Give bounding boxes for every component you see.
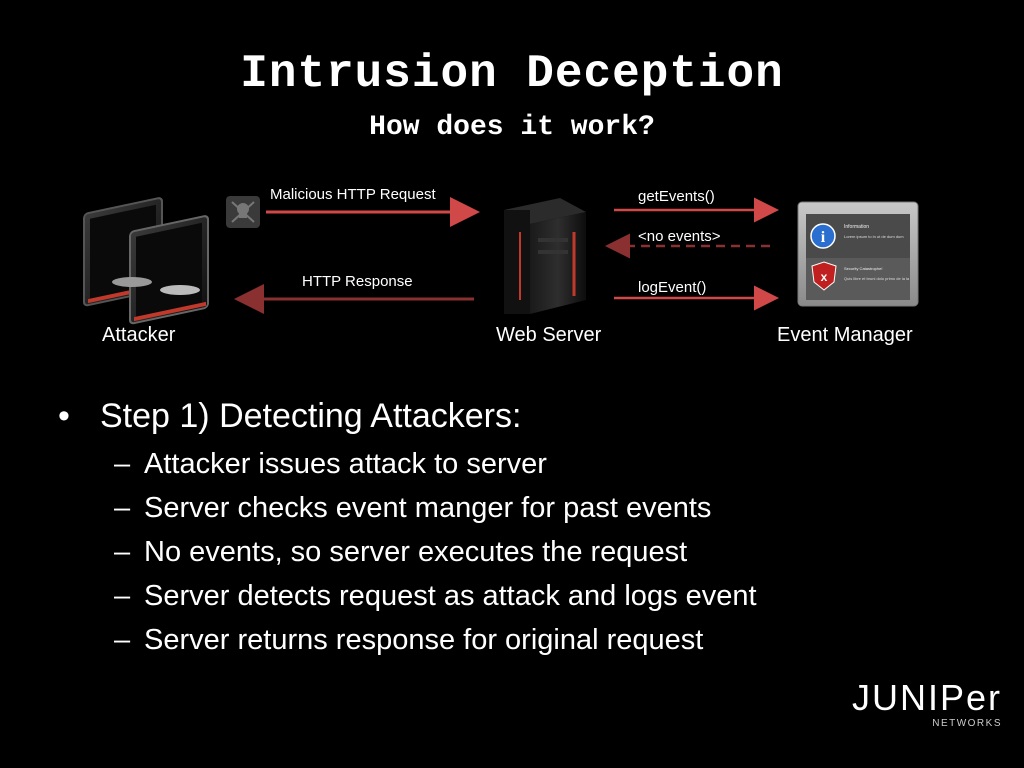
- bullet-list: • Step 1) Detecting Attackers: –Attacker…: [58, 396, 978, 662]
- dash-icon: –: [114, 448, 131, 480]
- get-events-label: getEvents(): [638, 188, 715, 205]
- dialog-info-title: Information: [844, 224, 869, 230]
- flow-diagram: i x Information Lorem ipsum to in ut de …: [83, 196, 919, 325]
- skull-icon: [226, 196, 260, 228]
- web-server-label: Web Server: [496, 324, 602, 346]
- bullet-main-text: Step 1) Detecting Attackers:: [100, 397, 522, 435]
- dash-icon: –: [114, 580, 131, 612]
- list-item: –Server returns response for original re…: [58, 618, 978, 662]
- logo-sub: NETWORKS: [932, 718, 1002, 729]
- list-item: –Server detects request as attack and lo…: [58, 574, 978, 618]
- http-response-label: HTTP Response: [302, 273, 413, 290]
- bullet-dot-icon: •: [58, 397, 70, 435]
- svg-text:x: x: [821, 270, 828, 284]
- svg-text:i: i: [821, 229, 826, 246]
- juniper-logo: JUNIPer NETWORKS: [851, 677, 1002, 730]
- bullet-main: • Step 1) Detecting Attackers:: [58, 396, 978, 436]
- no-events-label: <no events>: [638, 228, 721, 245]
- dash-icon: –: [114, 624, 131, 656]
- dash-icon: –: [114, 536, 131, 568]
- dialog-security-body: Quis libre et bruni dolo primo de la la: [844, 276, 910, 281]
- dialog-info-body: Lorem ipsum to in ut de dum dum: [844, 234, 904, 239]
- event-manager-icon: i x Information Lorem ipsum to in ut de …: [797, 201, 919, 307]
- dialog-security-title: Security Catastrophe!: [844, 266, 882, 271]
- slide-title: Intrusion Deception: [240, 48, 784, 100]
- attacker-label: Attacker: [102, 324, 176, 346]
- list-item: –No events, so server executes the reque…: [58, 530, 978, 574]
- malicious-request-label: Malicious HTTP Request: [270, 186, 436, 203]
- dash-icon: –: [114, 492, 131, 524]
- list-item: –Attacker issues attack to server: [58, 442, 978, 486]
- list-item: –Server checks event manger for past eve…: [58, 486, 978, 530]
- logo-name: JUNIPer: [851, 677, 1002, 718]
- attacker-icon: [83, 197, 209, 325]
- slide-subtitle: How does it work?: [369, 112, 655, 143]
- event-manager-label: Event Manager: [777, 324, 913, 346]
- web-server-icon: [504, 198, 586, 314]
- log-event-label: logEvent(): [638, 279, 707, 296]
